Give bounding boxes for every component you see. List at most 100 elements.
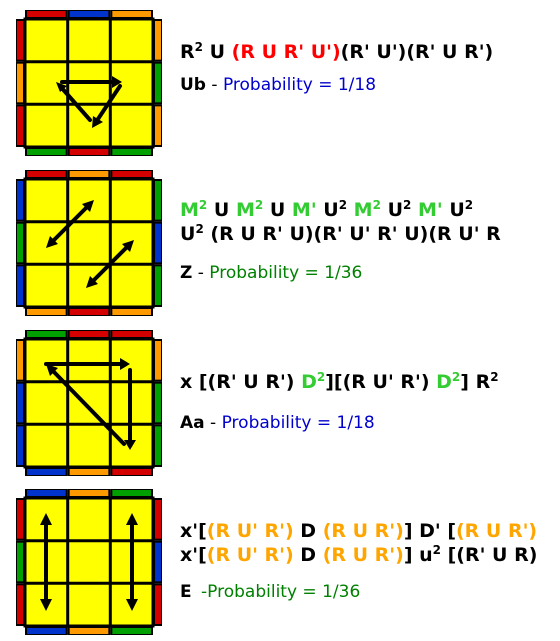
- move-segment: R: [180, 41, 195, 63]
- sticker-left: [16, 63, 24, 104]
- sticker-top: [111, 330, 152, 338]
- move-segment: D: [436, 371, 452, 393]
- sticker-right: [154, 63, 162, 104]
- algorithm-aa: x [(R' U R') D2][(R U' R') D2] R2: [180, 370, 499, 394]
- sticker-left: [16, 180, 24, 221]
- exponent: 2: [339, 198, 347, 212]
- move-segment: ] u: [404, 544, 433, 566]
- case-ub-text: R2 U (R U R' U')(R' U')(R' U R') Ub - Pr…: [180, 40, 493, 96]
- algorithm-line: x [(R' U R') D2][(R U' R') D2] R2: [180, 370, 499, 394]
- move-segment: (R U R'): [323, 520, 404, 542]
- case-ub-info: Ub - Probability = 1/18: [180, 74, 493, 96]
- sticker-top: [26, 330, 67, 338]
- sticker-bottom: [69, 148, 110, 156]
- case-e: x'[(R U' R') D (R U R')] D' [(R U R')x'[…: [0, 489, 560, 639]
- move-segment: (R' U')(R' U R'): [341, 41, 494, 63]
- sticker-bottom: [26, 627, 67, 635]
- move-segment: ] D' [: [404, 520, 456, 542]
- sticker-top: [69, 489, 110, 497]
- case-e-text: x'[(R U' R') D (R U R')] D' [(R U R')x'[…: [180, 519, 537, 603]
- sticker-left: [16, 20, 24, 61]
- sticker-top: [111, 10, 152, 18]
- separator: -: [211, 75, 223, 95]
- sticker-right: [154, 223, 162, 264]
- sticker-top: [26, 489, 67, 497]
- sticker-right: [154, 340, 162, 381]
- move-segment: (R U' R'): [207, 520, 294, 542]
- sticker-bottom: [26, 148, 67, 156]
- move-segment: U: [263, 199, 292, 221]
- cube-diagram-aa: [16, 330, 162, 476]
- move-segment: (R U R'): [456, 520, 537, 542]
- probability: Probability = 1/18: [222, 413, 375, 433]
- sticker-bottom: [111, 468, 152, 476]
- move-segment: (R U R' U'): [232, 41, 341, 63]
- case-ub: R2 U (R U R' U')(R' U')(R' U R') Ub - Pr…: [0, 10, 560, 160]
- sticker-bottom: [26, 468, 67, 476]
- algorithm-line: U2 (R U R' U)(R' U' R' U)(R U' R: [180, 222, 501, 246]
- sticker-left: [16, 542, 24, 583]
- move-segment: [(R' U R): [441, 544, 537, 566]
- move-segment: U: [203, 41, 232, 63]
- probability: Probability = 1/18: [223, 75, 376, 95]
- sticker-left: [16, 223, 24, 264]
- move-segment: [411, 199, 418, 221]
- cube-diagram-z: [16, 170, 162, 316]
- sticker-top: [26, 170, 67, 178]
- sticker-right: [154, 20, 162, 61]
- move-segment: U: [317, 199, 339, 221]
- algorithm-line: R2 U (R U R' U')(R' U')(R' U R'): [180, 40, 493, 64]
- probability: Probability = 1/36: [209, 263, 362, 283]
- cube-diagram-e: [16, 489, 162, 635]
- exponent: 2: [373, 198, 381, 212]
- sticker-right: [154, 584, 162, 625]
- move-segment: (R U R'): [323, 544, 404, 566]
- sticker-bottom: [111, 308, 152, 316]
- sticker-left: [16, 584, 24, 625]
- move-segment: (R U' R'): [207, 544, 294, 566]
- move-segment: [347, 199, 354, 221]
- move-segment: ][(R U' R'): [325, 371, 436, 393]
- case-name: Z: [180, 263, 192, 283]
- exponent: 2: [490, 370, 498, 384]
- move-segment: U: [207, 199, 236, 221]
- move-segment: D: [294, 544, 323, 566]
- sticker-top: [69, 170, 110, 178]
- sticker-top: [111, 489, 152, 497]
- move-segment: M': [292, 199, 317, 221]
- move-segment: M: [180, 199, 199, 221]
- algorithm-line: x'[(R U' R') D (R U R')] u2 [(R' U R): [180, 543, 537, 567]
- exponent: 2: [433, 543, 441, 557]
- move-segment: x [(R' U R'): [180, 371, 301, 393]
- case-z-info: Z - Probability = 1/36: [180, 262, 501, 284]
- cube-diagram-ub: [16, 10, 162, 156]
- algorithm-ub: R2 U (R U R' U')(R' U')(R' U R'): [180, 40, 493, 64]
- sticker-left: [16, 425, 24, 466]
- move-segment: M': [418, 199, 443, 221]
- exponent: 2: [195, 222, 203, 236]
- move-segment: M: [354, 199, 373, 221]
- move-segment: ] R: [460, 371, 490, 393]
- case-aa-info: Aa - Probability = 1/18: [180, 412, 499, 434]
- sticker-right: [154, 265, 162, 306]
- sticker-top: [69, 330, 110, 338]
- move-segment: U: [443, 199, 465, 221]
- sticker-top: [69, 10, 110, 18]
- sticker-right: [154, 105, 162, 146]
- move-segment: D: [294, 520, 323, 542]
- sticker-right: [154, 425, 162, 466]
- case-name: Aa: [180, 413, 205, 433]
- sticker-bottom: [26, 308, 67, 316]
- move-segment: x'[: [180, 544, 207, 566]
- sticker-top: [26, 10, 67, 18]
- case-e-info: E -Probability = 1/36: [180, 581, 537, 603]
- move-segment: x'[: [180, 520, 207, 542]
- move-segment: U: [180, 223, 195, 245]
- sticker-left: [16, 340, 24, 381]
- sticker-right: [154, 542, 162, 583]
- sticker-left: [16, 105, 24, 146]
- exponent: 2: [465, 198, 473, 212]
- move-segment: (R U R' U)(R' U' R' U)(R U' R: [204, 223, 501, 245]
